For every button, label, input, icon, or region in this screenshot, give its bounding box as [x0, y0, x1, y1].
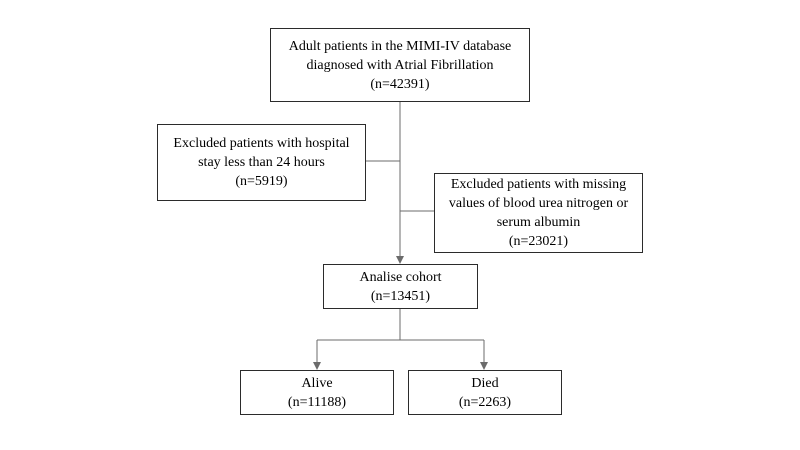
cohort-label: Analise cohort: [359, 269, 442, 285]
cohort-count: (n=13451): [370, 288, 431, 304]
alive-count: (n=11188): [287, 394, 347, 410]
source-count: (n=42391): [370, 76, 430, 92]
source-line-2: diagnosed with Atrial Fibrillation: [306, 57, 494, 73]
exclusion-1-line-1: Excluded patients with hospital: [173, 136, 350, 151]
analysis-cohort-box: Analise cohort (n=13451): [323, 264, 478, 309]
exclusion-short-stay-box: Excluded patients with hospital stay les…: [157, 124, 366, 201]
arrowhead-to-cohort: [396, 256, 404, 264]
died-label: Died: [471, 375, 499, 391]
arrowhead-to-alive: [313, 362, 321, 370]
exclusion-1-count: (n=5919): [235, 174, 288, 189]
exclusion-2-line-3: serum albumin: [496, 215, 581, 230]
exclusion-2-line-2: values of blood urea nitrogen or: [448, 196, 629, 211]
arrowhead-to-died: [480, 362, 488, 370]
died-count: (n=2263): [458, 394, 512, 410]
exclusion-2-count: (n=23021): [508, 234, 569, 249]
alive-label: Alive: [301, 375, 333, 391]
source-line-1: Adult patients in the MIMI-IV database: [288, 38, 512, 54]
outcome-died-box: Died (n=2263): [408, 370, 562, 415]
outcome-alive-box: Alive (n=11188): [240, 370, 394, 415]
exclusion-1-line-2: stay less than 24 hours: [198, 155, 325, 170]
exclusion-missing-values-box: Excluded patients with missing values of…: [434, 173, 643, 253]
exclusion-2-line-1: Excluded patients with missing: [450, 177, 627, 192]
source-population-box: Adult patients in the MIMI-IV database d…: [270, 28, 530, 102]
